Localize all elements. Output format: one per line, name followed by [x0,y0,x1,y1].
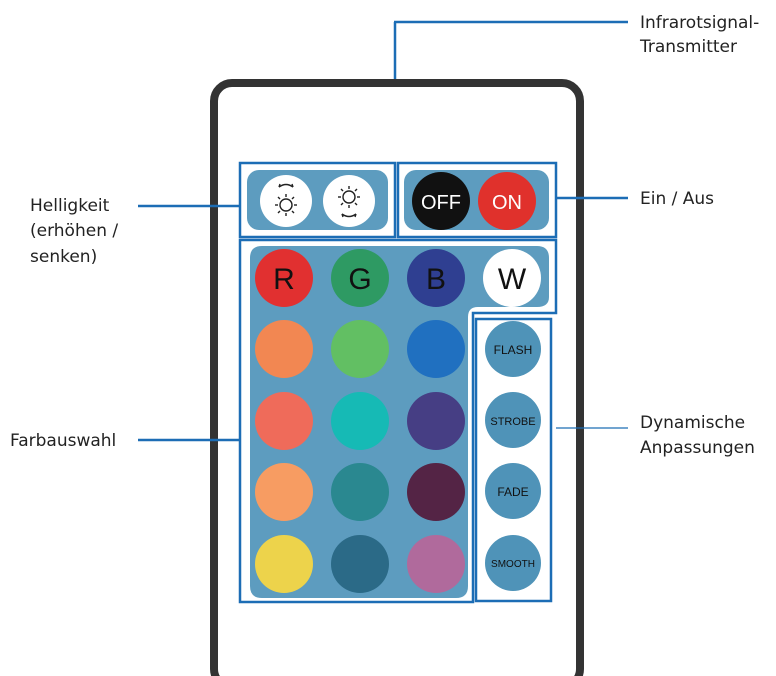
color-button-teal[interactable] [331,463,389,521]
fade-button-label: FADE [497,485,528,499]
color-button-coral[interactable] [255,392,313,450]
transmitter-callout [393,20,628,79]
color-button-mauve[interactable] [407,535,465,593]
red-button[interactable]: R [255,249,313,307]
power-outline [396,161,558,239]
brightness-outline [238,161,397,239]
white-button-label: W [498,263,527,296]
color-button-light-green[interactable] [331,320,389,378]
transmitter-label-line2: Transmitter [639,37,737,57]
brightness-label-line3: senken) [30,247,97,267]
strobe-button[interactable]: STROBE [485,392,541,448]
smooth-button-label: SMOOTH [491,559,535,570]
color-button-indigo[interactable] [407,392,465,450]
color-button-yellow[interactable] [255,535,313,593]
white-button[interactable]: W [483,249,541,307]
blue-button[interactable]: B [407,249,465,307]
green-button[interactable]: G [331,249,389,307]
color-button-medium-blue[interactable] [407,320,465,378]
color-outline [238,238,558,604]
brightness-down-button[interactable] [323,175,375,227]
brightness-down-icon [338,186,360,218]
brightness-up-button[interactable] [260,175,312,227]
color-button-turquoise[interactable] [331,392,389,450]
strobe-button-label: STROBE [490,416,535,428]
color-select-label: Farbauswahl [10,431,116,451]
fade-button[interactable]: FADE [485,463,541,519]
brightness-label-line2: (erhöhen / [30,221,118,241]
color-button-dark-teal[interactable] [331,535,389,593]
brightness-label-line1: Helligkeit [30,196,110,216]
color-panel [250,246,549,598]
smooth-button[interactable]: SMOOTH [485,535,541,591]
power-label: Ein / Aus [640,189,714,209]
flash-button-label: FLASH [494,343,533,357]
dynamic-label-line1: Dynamische [640,413,745,433]
on-button[interactable]: ON [478,172,536,230]
red-button-label: R [273,263,295,296]
on-button-label: ON [492,192,522,214]
color-button-orange[interactable] [255,320,313,378]
color-button-light-orange[interactable] [255,463,313,521]
off-button[interactable]: OFF [412,172,470,230]
dynamic-label-line2: Anpassungen [640,438,755,458]
color-button-grid [255,320,465,593]
dynamic-outline [474,317,553,603]
transmitter-label-line1: Infrarotsignal- [640,13,759,33]
green-button-label: G [348,263,371,296]
off-button-label: OFF [421,192,461,214]
flash-button[interactable]: FLASH [485,321,541,377]
brightness-up-icon [275,183,297,216]
blue-button-label: B [426,263,446,296]
color-button-plum[interactable] [407,463,465,521]
